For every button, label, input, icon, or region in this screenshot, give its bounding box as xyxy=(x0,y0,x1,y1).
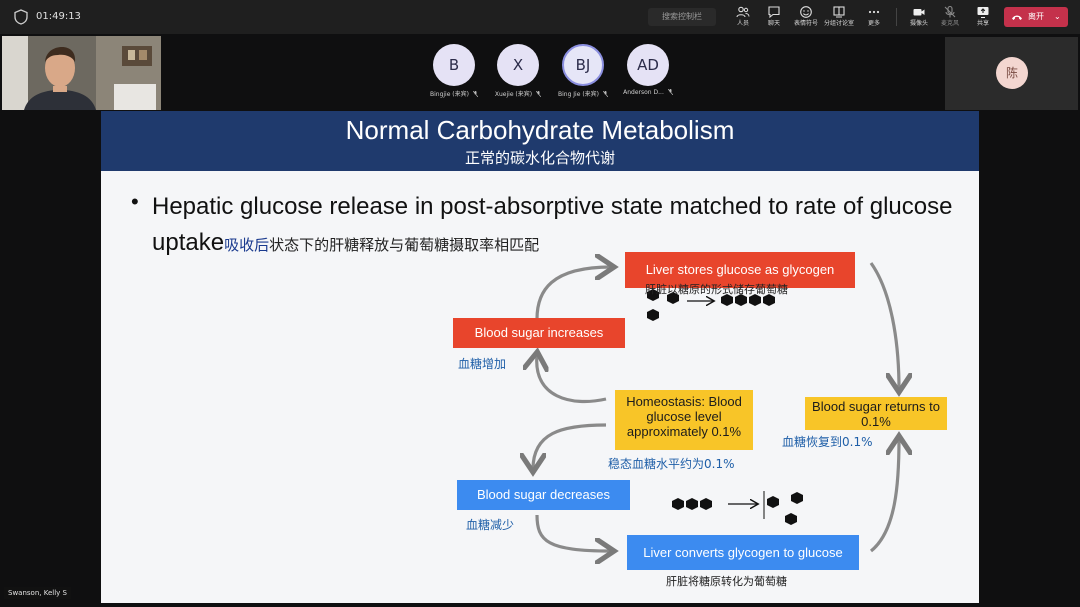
toolbar-divider xyxy=(896,8,897,26)
meeting-toolbar: 01:49:13 搜索控制栏 人员 聊天 表情符号 分组讨论室 更多 摄像头 麦… xyxy=(0,0,1080,34)
bullet-icon: • xyxy=(131,189,139,214)
avatar: BJ xyxy=(562,44,604,86)
emoji-icon xyxy=(800,6,812,18)
meeting-timer: 01:49:13 xyxy=(36,11,81,22)
chat-button[interactable]: 聊天 xyxy=(757,4,791,32)
chevron-down-icon[interactable]: ⌄ xyxy=(1054,12,1061,21)
breakout-rooms-label: 分组讨论室 xyxy=(823,20,854,27)
slide-subtitle: 正常的碳水化合物代谢 xyxy=(464,149,615,167)
cycle-arrow-homeostasis-to-increase xyxy=(537,355,607,404)
participant-name: Bing Jie (来宾) xyxy=(548,89,618,98)
people-label: 人员 xyxy=(736,20,749,27)
more-button[interactable]: 更多 xyxy=(857,4,891,32)
participant-name-text: Xuejie (来宾) xyxy=(494,91,533,98)
bullet-translation-rest: 状态下的肝糖释放与葡萄糖摄取率相匹配 xyxy=(269,236,540,254)
participant-tile[interactable]: BJ Bing Jie (来宾) xyxy=(548,44,618,98)
share-screen-icon xyxy=(977,7,989,19)
liver-stores-glucose-box: Liver stores glucose as glycogen xyxy=(625,252,855,288)
participant-name-text: Bingjie (来宾) xyxy=(429,91,469,98)
camera-label: 摄像头 xyxy=(909,20,928,27)
slide-title: Normal Carbohydrate Metabolism xyxy=(345,115,735,145)
blood-sugar-decreases-caption: 血糖减少 xyxy=(466,518,515,532)
avatar: B xyxy=(433,44,475,86)
camera-icon xyxy=(913,9,925,16)
leave-button[interactable]: 离开 ⌄ xyxy=(1004,7,1068,27)
mic-off-icon xyxy=(667,89,673,95)
shield-icon xyxy=(14,9,28,25)
blood-sugar-returns-box: Blood sugar returns to 0.1% xyxy=(805,397,947,430)
liver-converts-glycogen-box: Liver converts glycogen to glucose xyxy=(627,535,859,570)
homeostasis-box: Homeostasis: Blood glucose level approxi… xyxy=(615,390,753,450)
participant-name-text: Anderson D... xyxy=(623,89,664,96)
participant-video-tile[interactable]: 陈 xyxy=(945,37,1078,110)
mic-off-icon xyxy=(473,91,478,97)
homeostasis-caption: 稳态血糖水平约为0.1% xyxy=(608,457,735,471)
share-button[interactable]: 共享 xyxy=(966,4,1000,32)
mic-off-icon xyxy=(603,91,609,97)
avatar: AD xyxy=(627,44,669,86)
participant-tile[interactable]: AD Anderson D... xyxy=(613,44,683,96)
cycle-arrow-storage-to-returns xyxy=(869,262,899,389)
people-icon xyxy=(736,6,750,18)
mic-label: 麦克风 xyxy=(940,20,959,27)
hang-up-icon xyxy=(1012,15,1022,20)
slide-header: Normal Carbohydrate Metabolism 正常的碳水化合物代… xyxy=(101,111,979,171)
presenter-name-tag: Swanson, Kelly S xyxy=(4,587,71,599)
cycle-arrow-increase-to-storage xyxy=(535,267,611,320)
cycle-arrow-decrease-to-conversion xyxy=(535,514,611,551)
participant-tile[interactable]: X Xuejie (来宾) xyxy=(483,44,553,98)
cycle-arrow-conversion-to-returns xyxy=(869,439,899,553)
camera-button[interactable]: 摄像头 xyxy=(902,4,936,32)
breakout-rooms-icon xyxy=(833,6,845,18)
participant-name: Bingjie (来宾) xyxy=(419,89,489,98)
more-label: 更多 xyxy=(867,20,880,27)
mic-off-icon xyxy=(944,5,956,18)
mic-button[interactable]: 麦克风 xyxy=(933,4,967,32)
bullet-translation: 吸收后状态下的肝糖释放与葡萄糖摄取率相匹配 xyxy=(224,236,539,254)
homeostasis-diagram xyxy=(101,111,979,603)
blood-sugar-decreases-box: Blood sugar decreases xyxy=(457,480,630,510)
react-label: 表情符号 xyxy=(793,20,818,27)
avatar: X xyxy=(497,44,539,86)
share-label: 共享 xyxy=(976,20,989,27)
glycogen-to-glucose-icon xyxy=(672,491,803,525)
presenter-video-tile xyxy=(2,36,161,110)
more-icon xyxy=(868,10,880,14)
search-input[interactable]: 搜索控制栏 xyxy=(648,8,716,26)
slide-bullet: Hepatic glucose release in post-absorpti… xyxy=(152,189,967,263)
shared-slide: Normal Carbohydrate Metabolism 正常的碳水化合物代… xyxy=(101,111,979,603)
blood-sugar-returns-caption: 血糖恢复到0.1% xyxy=(782,435,873,449)
cycle-arrow-homeostasis-to-decrease xyxy=(533,423,607,469)
blood-sugar-increases-box: Blood sugar increases xyxy=(453,318,625,348)
people-button[interactable]: 人员 xyxy=(726,4,760,32)
chat-icon xyxy=(768,6,780,19)
blood-sugar-increases-caption: 血糖增加 xyxy=(458,357,507,371)
glucose-to-glycogen-icon xyxy=(647,289,775,321)
leave-label: 离开 xyxy=(1028,12,1044,21)
liver-stores-glucose-caption: 肝脏以糖原的形式储存葡萄糖 xyxy=(645,283,788,296)
mic-off-icon xyxy=(536,91,542,97)
participant-tile[interactable]: B Bingjie (来宾) xyxy=(419,44,489,98)
breakout-rooms-button[interactable]: 分组讨论室 xyxy=(822,4,856,32)
liver-converts-glycogen-caption: 肝脏将糖原转化为葡萄糖 xyxy=(666,575,787,588)
participant-name: Xuejie (来宾) xyxy=(483,89,553,98)
chat-label: 聊天 xyxy=(767,20,780,27)
participant-name: Anderson D... xyxy=(613,89,683,96)
avatar: 陈 xyxy=(996,57,1028,89)
bullet-translation-bold: 吸收后 xyxy=(224,236,270,254)
presenter-video-frame xyxy=(2,36,161,110)
participant-name-text: Bing Jie (来宾) xyxy=(557,91,600,98)
bullet-text: Hepatic glucose release in post-absorpti… xyxy=(152,193,953,256)
react-button[interactable]: 表情符号 xyxy=(789,4,823,32)
